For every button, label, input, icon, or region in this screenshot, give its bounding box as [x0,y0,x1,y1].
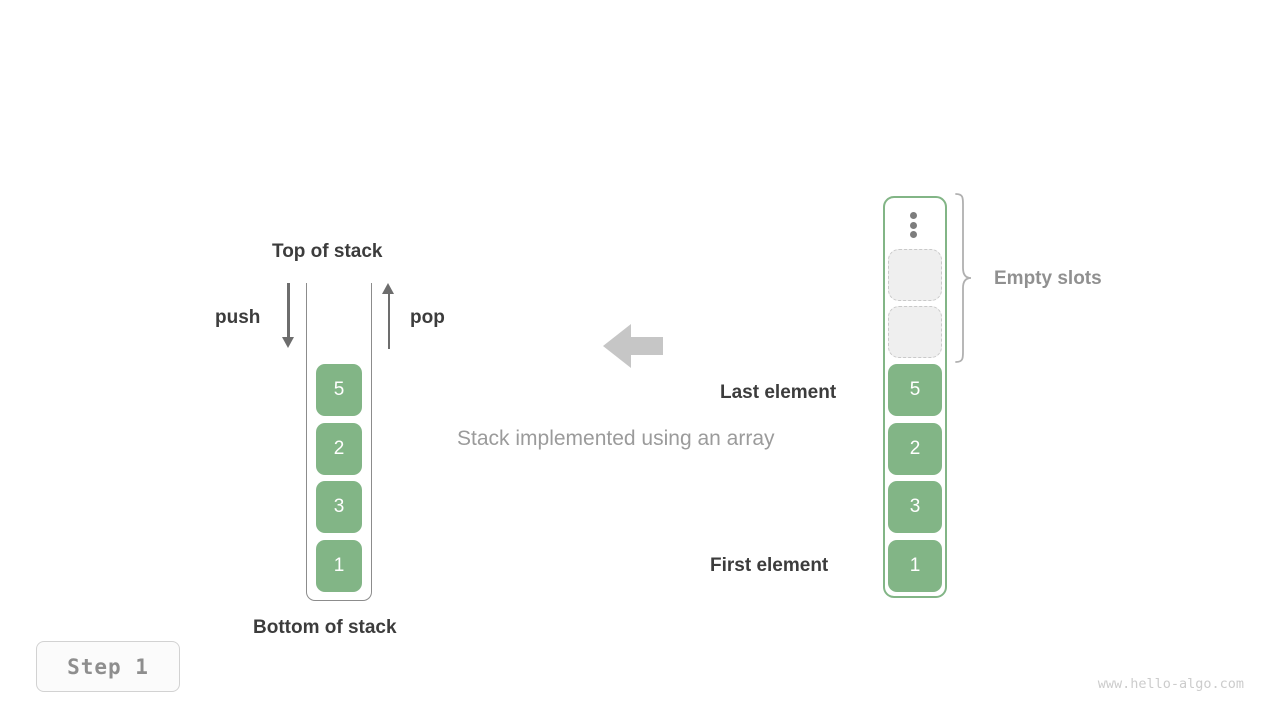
push-label: push [215,307,261,328]
top-of-stack-label: Top of stack [272,241,383,262]
array-container [883,196,947,598]
empty-slot [888,306,942,358]
empty-slots-label: Empty slots [994,268,1102,289]
pop-label: pop [410,307,445,328]
stack-element: 3 [316,481,362,533]
step-badge: Step 1 [36,641,180,692]
vertical-ellipsis-icon [910,212,918,238]
empty-slot [888,249,942,301]
stack-element: 1 [316,540,362,592]
watermark: www.hello-algo.com [1097,676,1244,692]
first-element-label: First element [710,555,829,576]
bottom-of-stack-label: Bottom of stack [253,617,397,638]
last-element-label: Last element [720,382,837,403]
array-element: 3 [888,481,942,533]
array-element: 2 [888,423,942,475]
stack-container [306,283,372,601]
array-element: 5 [888,364,942,416]
curly-brace-icon [954,192,974,369]
stack-element: 5 [316,364,362,416]
array-element: 1 [888,540,942,592]
stack-element: 2 [316,423,362,475]
arrow-left-icon [603,320,663,377]
diagram-caption: Stack implemented using an array [457,427,775,450]
